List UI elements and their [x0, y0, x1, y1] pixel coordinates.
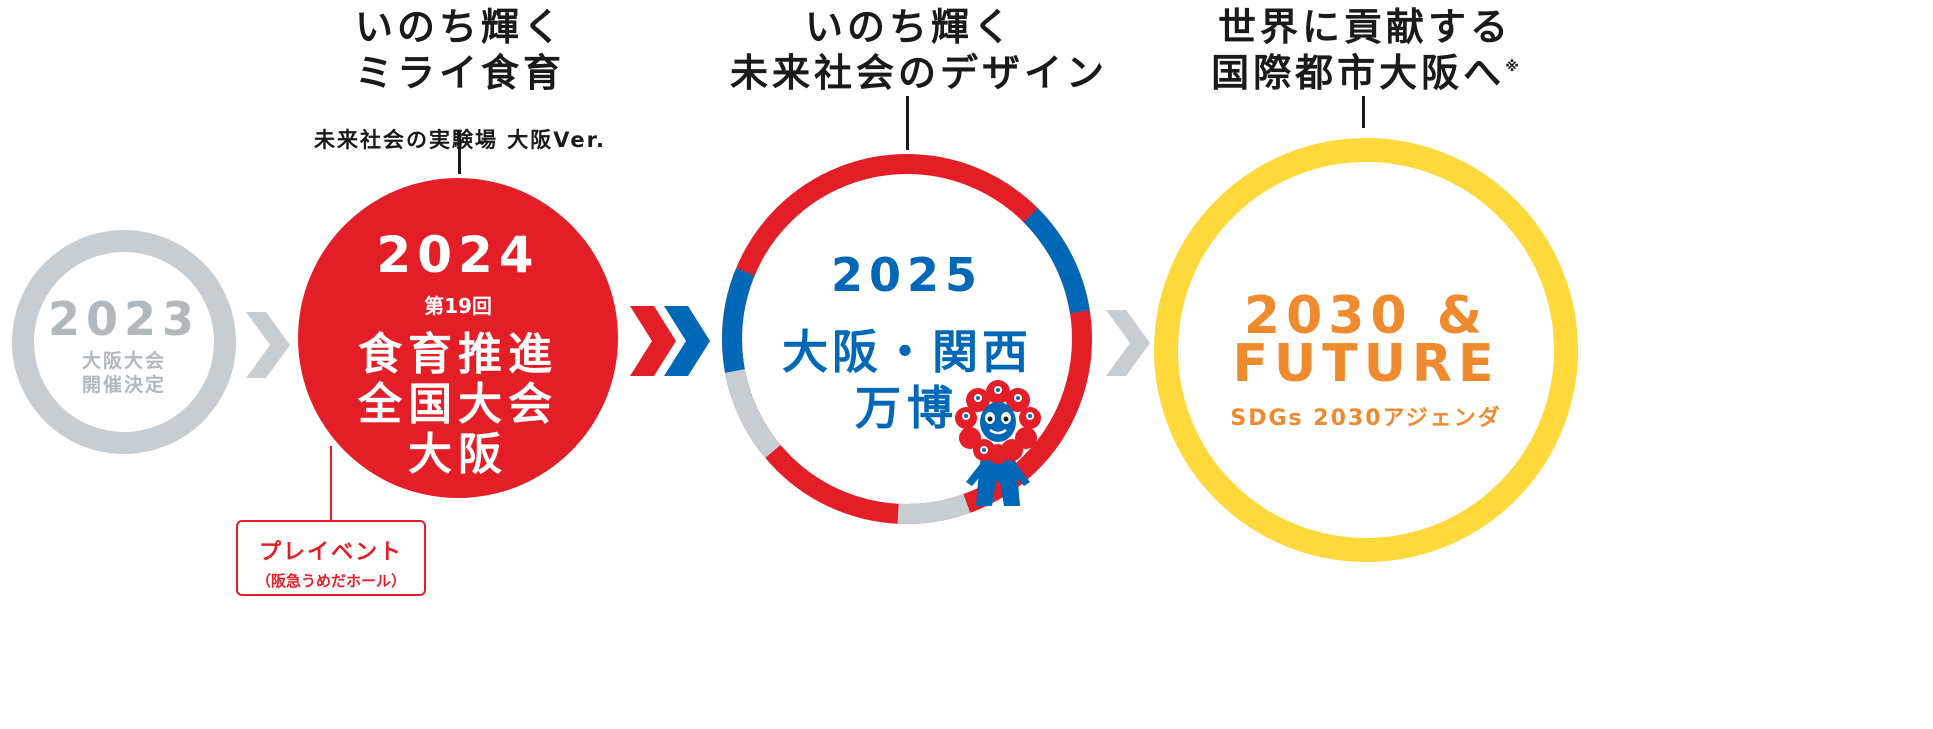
stage-2024-title-line1: 食育推進	[358, 329, 558, 380]
stage-2025-title-line1: 大阪・関西	[782, 325, 1032, 379]
footnote-mark: ※	[1505, 59, 1519, 75]
pre-event-connector	[330, 446, 332, 522]
stage-2025-heading-line2: 未来社会のデザイン	[730, 51, 1109, 95]
connector-line	[458, 130, 461, 174]
pre-event-label: プレイベント	[258, 540, 403, 565]
stage-2024-heading-line1: いのち輝く	[354, 5, 565, 49]
double-chevron-right-icon	[630, 306, 710, 376]
stage-2024-title-line2: 全国大会	[358, 379, 558, 430]
chevron-right-icon	[1106, 310, 1150, 376]
pre-event-box: プレイベント （阪急うめだホール）	[236, 520, 426, 596]
pre-event-venue: （阪急うめだホール）	[255, 572, 406, 590]
stage-2023-year: 2023	[47, 292, 201, 346]
stage-2030-subtitle: SDGs 2030アジェンダ	[1230, 406, 1502, 431]
connector-line	[906, 96, 909, 150]
expo-mascot-icon	[955, 380, 1041, 506]
stage-2023-caption-line2: 開催決定	[81, 374, 166, 396]
stage-2024-heading-line2: ミライ食育	[354, 51, 565, 95]
stage-2030-heading-line1: 世界に貢献する	[1217, 5, 1512, 49]
stage-2025-title-line2: 万博	[855, 381, 959, 435]
stage-2024-title-line3: 大阪	[408, 429, 508, 480]
stage-2024-disc	[298, 178, 618, 498]
chevron-right-icon	[246, 312, 290, 378]
stage-2023-caption-line1: 大阪大会	[81, 350, 166, 372]
stage-2024-edition: 第19回	[424, 294, 492, 318]
stage-2030-year-line2: FUTURE	[1232, 334, 1500, 394]
connector-line	[1362, 96, 1365, 128]
stage-2030-heading-line2-text: 国際都市大阪へ	[1211, 51, 1506, 95]
stage-2030-heading-line2: 国際都市大阪へ※	[1180, 46, 1550, 100]
stage-2025-ring	[722, 153, 1092, 524]
stage-2025-year: 2025	[830, 248, 984, 302]
stage-2030-year-line1: 2030 &	[1243, 286, 1489, 346]
stage-2024-year: 2024	[376, 226, 540, 284]
stage-2025-heading-line1: いのち輝く	[804, 5, 1015, 49]
